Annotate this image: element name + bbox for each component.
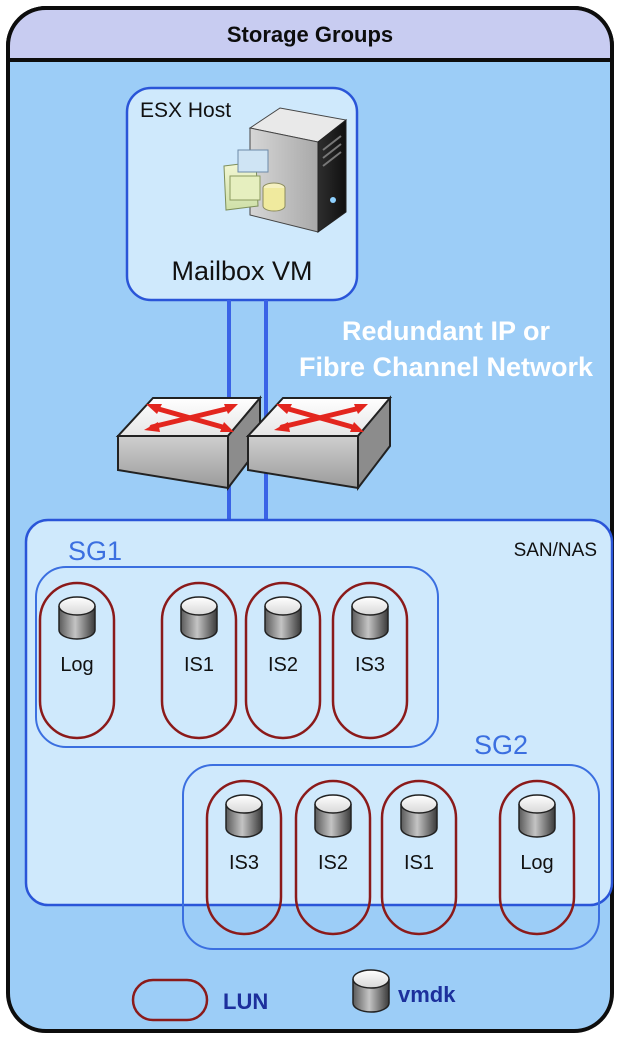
lun-outline	[380, 779, 458, 936]
lun-label: IS1	[404, 852, 434, 874]
lun-outline	[294, 779, 372, 936]
sg1-lun-group: Log IS1 IS2 IS3	[38, 581, 409, 740]
sg1-lun-2: IS1	[160, 581, 238, 740]
sg2-lun-4: Log	[498, 779, 576, 936]
lun-outline	[160, 581, 238, 740]
lun-label: IS3	[229, 852, 259, 874]
legend-vmdk-icon	[352, 969, 390, 1013]
lun-outline	[205, 779, 283, 936]
lun-label: IS1	[184, 654, 214, 676]
lun-outline	[38, 581, 116, 740]
lun-outline	[331, 581, 409, 740]
sg2-lun-group: IS3 IS2 IS1 Log	[205, 779, 576, 936]
lun-label: IS2	[318, 852, 348, 874]
network-label-line2: Fibre Channel Network	[299, 352, 594, 382]
lun-label: Log	[520, 852, 553, 874]
lun-label: IS2	[268, 654, 298, 676]
lun-label: IS3	[355, 654, 385, 676]
vmdk-icon	[58, 596, 96, 640]
network-switch-icon-2	[245, 395, 393, 491]
vmdk-icon	[264, 596, 302, 640]
sg2-box	[182, 764, 600, 950]
lun-label: Log	[60, 654, 93, 676]
vmdk-icon	[314, 794, 352, 838]
legend-lun-symbol	[131, 978, 209, 1022]
mailbox-vm-label: Mailbox VM	[171, 256, 312, 286]
legend-vmdk-label: vmdk	[398, 982, 456, 1007]
vmdk-icon	[351, 596, 389, 640]
lun-outline	[244, 581, 322, 740]
vmdk-icon	[225, 794, 263, 838]
sg2-lun-1: IS3	[205, 779, 283, 936]
vmdk-icon	[400, 794, 438, 838]
sg1-lun-1: Log	[38, 581, 116, 740]
vmdk-icon	[180, 596, 218, 640]
legend-lun-label: LUN	[223, 989, 268, 1014]
sg1-box	[35, 566, 439, 748]
sg1-lun-4: IS3	[331, 581, 409, 740]
san-nas-label: SAN/NAS	[514, 540, 597, 561]
vm-document-icon	[223, 149, 286, 212]
sg1-label: SG1	[68, 536, 122, 566]
vmdk-icon	[518, 794, 556, 838]
sg1-lun-3: IS2	[244, 581, 322, 740]
network-label-line1: Redundant IP or	[342, 316, 551, 346]
sg2-label: SG2	[474, 730, 528, 760]
diagram-title: Storage Groups	[227, 22, 393, 47]
lun-outline	[498, 779, 576, 936]
esx-host-label: ESX Host	[140, 99, 231, 122]
sg2-lun-3: IS1	[380, 779, 458, 936]
sg2-lun-2: IS2	[294, 779, 372, 936]
title-bar	[6, 6, 614, 62]
